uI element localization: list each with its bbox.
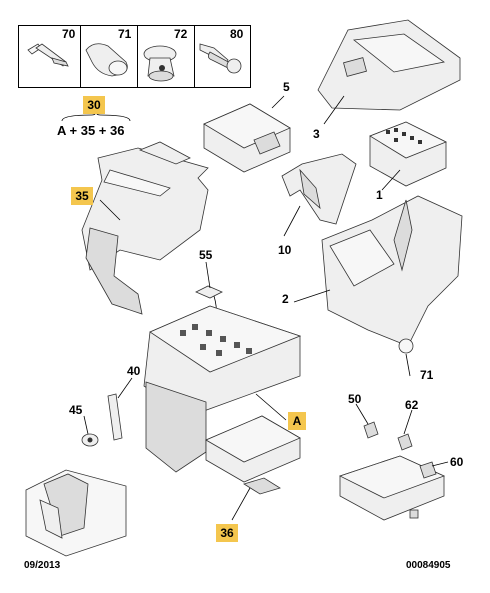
part-5-module [203,103,291,173]
header-80: 80 [230,27,244,41]
part-1-fusebox [369,121,447,187]
callout-60: 60 [450,455,464,469]
part-40-bar [107,393,123,441]
leader-lines [83,95,449,521]
footer-code: 00084905 [406,560,451,571]
callout-45: 45 [69,403,83,417]
callout-1: 1 [376,188,383,202]
rivet-part [27,43,69,67]
callout-2: 2 [282,292,289,306]
callout-36: 36 [216,524,238,542]
callout-5: 5 [283,80,290,94]
fastener-box [18,25,251,88]
assembly-a [143,305,302,473]
screw-part [199,43,242,74]
plug-71-ball [398,338,414,354]
formula-text: A + 35 + 36 [57,123,125,138]
vehicle-thumbnail [25,469,127,557]
callout-3: 3 [313,127,320,141]
part-35-cover [81,141,209,315]
fuses-group [338,421,446,521]
part-3-lid [317,19,461,111]
callout-40: 40 [127,364,141,378]
callout-71: 71 [420,368,434,382]
callout-55: 55 [199,248,213,262]
plug-part [85,43,128,77]
header-71: 71 [118,27,132,41]
header-72: 72 [174,27,188,41]
part-45-nut [81,433,99,447]
header-70: 70 [62,27,76,41]
clip-part [143,45,177,82]
part-2-body [321,195,463,347]
callout-62: 62 [405,398,419,412]
callout-a: A [288,412,306,430]
callout-10: 10 [278,243,292,257]
part-10-bracket [281,153,357,225]
footer-date: 09/2013 [24,560,61,571]
callout-30: 30 [83,96,105,114]
callout-50: 50 [348,392,362,406]
callout-35: 35 [71,187,93,205]
part-36-tray [205,415,301,495]
